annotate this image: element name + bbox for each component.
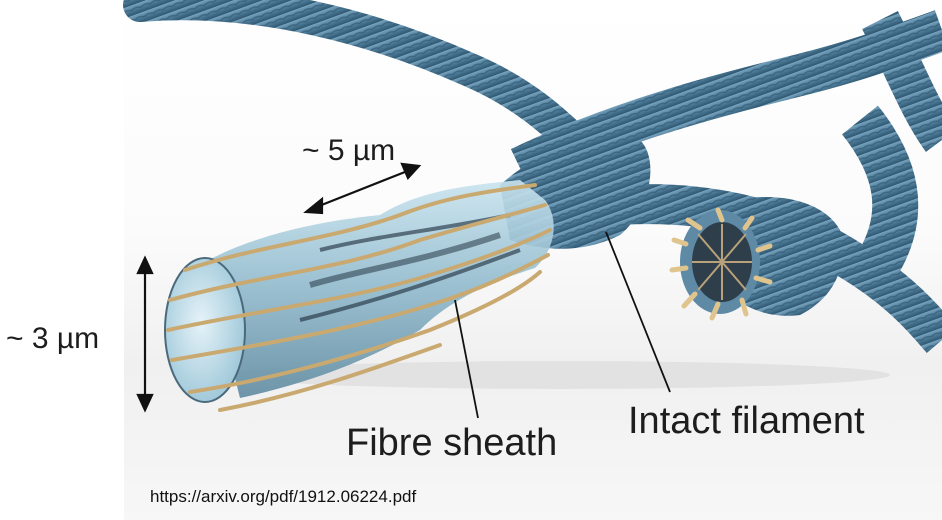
height-dimension-label: ~ 3 µm (6, 324, 99, 354)
fibre-sheath-label: Fibre sheath (346, 424, 557, 462)
width-dimension-label: ~ 5 µm (302, 136, 395, 166)
intact-filament-label: Intact filament (628, 402, 865, 440)
height-dimension-arrow (138, 258, 152, 410)
source-citation: https://arxiv.org/pdf/1912.06224.pdf (150, 488, 416, 505)
sheath-leader-line (455, 300, 478, 418)
